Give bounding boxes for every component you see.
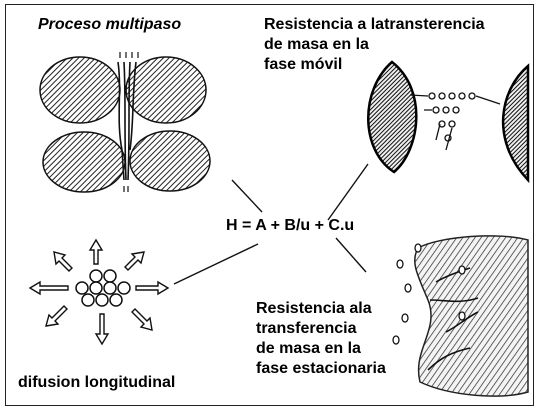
label-mobile-phase-line2: de masa en la — [264, 34, 369, 55]
label-multipath: Proceso multipaso — [38, 14, 181, 35]
label-stationary-line2: transferencia — [256, 318, 357, 339]
mobile-phase-right-lobe — [503, 66, 528, 180]
diffusion-molecules — [76, 270, 130, 306]
particle-top-left — [40, 57, 120, 123]
particle-bottom-right — [130, 131, 210, 191]
particle-bottom-left — [43, 132, 125, 192]
mobile-phase-left-lobe — [368, 62, 416, 172]
van-deemter-equation: H = A + B/u + C.u — [226, 215, 354, 236]
mobile-phase-particles — [368, 62, 528, 180]
label-longitudinal-diffusion: difusion longitudinal — [18, 372, 175, 393]
label-mobile-phase-line1: Resistencia a latransterencia — [264, 14, 485, 35]
mobile-phase-molecules — [429, 93, 475, 141]
label-stationary-line3: de masa en la — [256, 338, 361, 359]
connector-multipath — [232, 180, 262, 212]
connector-longitudinal — [174, 244, 258, 284]
connector-stationary — [336, 238, 366, 272]
label-stationary-line4: fase estacionaria — [256, 358, 386, 379]
label-stationary-line1: Resistencia ala — [256, 298, 372, 319]
connector-mobile-phase — [328, 164, 368, 220]
label-mobile-phase-line3: fase móvil — [264, 54, 342, 75]
particle-top-right — [126, 57, 206, 123]
